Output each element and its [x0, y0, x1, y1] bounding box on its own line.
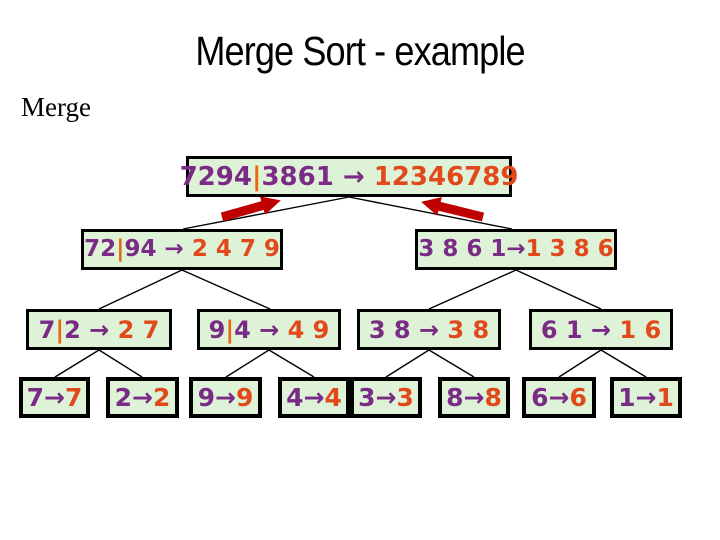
digit-segment: 2 4 7 9: [191, 236, 280, 262]
digit-segment: 9: [208, 315, 226, 344]
merge-box-leaf-2: 2→2: [106, 377, 179, 418]
digit-segment: |: [251, 161, 262, 192]
digit-segment: 12346789: [373, 161, 519, 192]
tree-edge: [181, 269, 271, 310]
digit-segment: →: [80, 315, 118, 344]
digit-segment: 9: [197, 383, 216, 412]
digit-segment: 6: [569, 383, 587, 412]
tree-edge: [268, 349, 315, 378]
digit-segment: 7294: [179, 161, 252, 192]
digit-segment: 2: [64, 315, 81, 344]
merge-direction-arrow-left: [220, 196, 281, 222]
digit-segment: 7: [26, 383, 45, 412]
digit-segment: →: [215, 383, 236, 412]
digit-segment: 6: [531, 383, 549, 412]
tree-edge: [558, 349, 602, 378]
digit-segment: 72: [84, 236, 117, 262]
merge-direction-arrow-right: [421, 197, 485, 222]
digit-segment: 1 6: [619, 315, 662, 344]
merge-box-l2-left: 72|94 → 2 4 7 9: [81, 229, 283, 270]
digit-segment: →: [44, 383, 65, 412]
digit-segment: |: [55, 315, 65, 344]
digit-segment: →: [582, 315, 620, 344]
digit-segment: →: [410, 315, 448, 344]
digit-segment: 7: [64, 383, 83, 412]
digit-segment: 4: [324, 383, 342, 412]
tree-edge: [98, 269, 183, 310]
merge-box-leaf-1: 1→1: [610, 377, 682, 418]
digit-segment: 8: [484, 383, 502, 412]
digit-segment: 3861: [261, 161, 334, 192]
digit-segment: →: [548, 383, 570, 412]
merge-box-leaf-6: 6→6: [522, 377, 596, 418]
merge-box-l3-d: 6 1 → 1 6: [529, 309, 673, 350]
digit-segment: →: [506, 236, 526, 262]
digit-segment: 1: [656, 383, 674, 412]
digit-segment: →: [250, 315, 288, 344]
digit-segment: 4 9: [287, 315, 330, 344]
tree-edge: [54, 349, 100, 378]
digit-segment: 4: [234, 315, 251, 344]
tree-edge: [225, 349, 270, 378]
digit-segment: 2: [152, 383, 171, 412]
digit-segment: 3: [396, 383, 414, 412]
merge-box-leaf-3: 3→3: [350, 377, 422, 418]
tree-edge: [600, 349, 647, 378]
merge-box-leaf-8: 8→8: [438, 377, 510, 418]
digit-segment: →: [375, 383, 397, 412]
digit-segment: 2 7: [117, 315, 160, 344]
slide-title: Merge Sort - example: [195, 28, 525, 74]
digit-segment: →: [156, 236, 192, 262]
tree-edge: [98, 349, 143, 378]
tree-edge: [428, 349, 475, 378]
merge-box-leaf-9: 9→9: [189, 377, 262, 418]
digit-segment: →: [303, 383, 325, 412]
tree-edge: [385, 349, 430, 378]
merge-box-leaf-7: 7→7: [19, 377, 90, 418]
tree-edge: [348, 196, 513, 230]
digit-segment: 2: [114, 383, 133, 412]
digit-segment: →: [463, 383, 485, 412]
merge-box-l3-b: 9|4 → 4 9: [197, 309, 341, 350]
digit-segment: |: [225, 315, 235, 344]
tree-edge: [428, 269, 517, 310]
tree-edge: [515, 269, 602, 310]
digit-segment: 7: [38, 315, 56, 344]
digit-segment: |: [116, 236, 125, 262]
merge-box-l3-c: 3 8 → 3 8: [357, 309, 501, 350]
digit-segment: →: [333, 161, 374, 192]
merge-box-leaf-4: 4→4: [278, 377, 350, 418]
digit-segment: 3 8: [368, 315, 411, 344]
digit-segment: 8: [446, 383, 464, 412]
digit-segment: 3 8: [447, 315, 490, 344]
digit-segment: 4: [286, 383, 304, 412]
digit-segment: 1 3 8 6: [525, 236, 614, 262]
digit-segment: 1: [618, 383, 636, 412]
digit-segment: 3: [358, 383, 376, 412]
merge-box-root: 7294|3861 → 12346789: [180, 156, 518, 197]
digit-segment: 6 1: [540, 315, 583, 344]
digit-segment: →: [132, 383, 153, 412]
digit-segment: →: [635, 383, 657, 412]
digit-segment: 9: [235, 383, 254, 412]
digit-segment: 3 8 6 1: [418, 236, 507, 262]
merge-box-l3-a: 7|2 → 2 7: [26, 309, 172, 350]
merge-section-label: Merge: [21, 92, 91, 122]
digit-segment: 94: [124, 236, 157, 262]
merge-box-l2-right: 3 8 6 1→1 3 8 6: [415, 229, 617, 270]
